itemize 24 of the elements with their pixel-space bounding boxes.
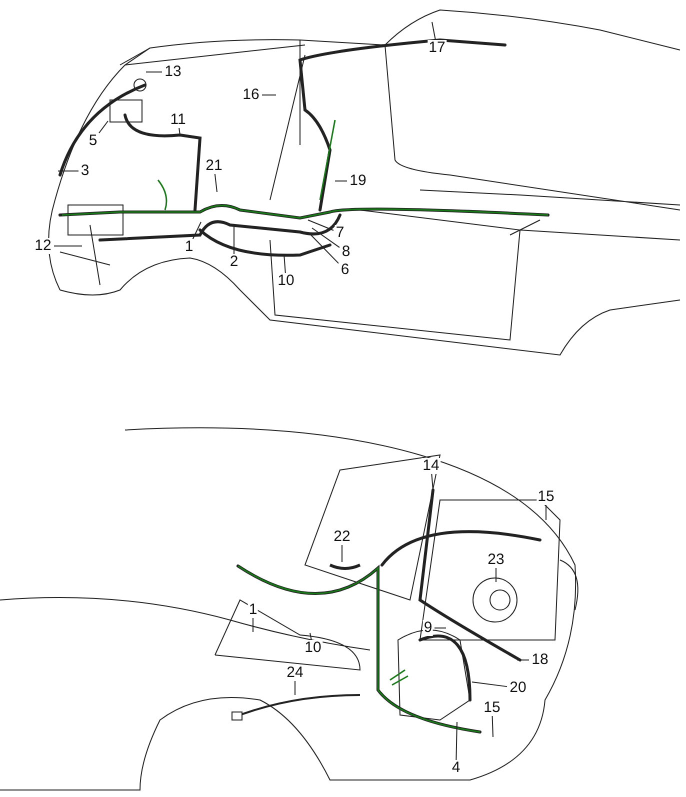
leader-line xyxy=(178,128,180,136)
leader-line xyxy=(432,22,436,40)
leader-line xyxy=(492,716,494,738)
callout-number: 15 xyxy=(536,489,556,505)
leader-line xyxy=(284,254,286,274)
leader-line xyxy=(308,220,334,231)
leader-line xyxy=(58,170,79,172)
leader-line xyxy=(98,120,108,134)
leader-line xyxy=(456,722,458,760)
leader-line xyxy=(310,632,312,640)
callout-number: 14 xyxy=(422,458,440,474)
callout-number: 9 xyxy=(422,620,434,636)
callout-number: 11 xyxy=(169,112,187,128)
leader-line xyxy=(294,680,296,696)
callout-number: 12 xyxy=(34,238,52,254)
leader-line xyxy=(334,180,348,182)
leader-line xyxy=(192,222,202,240)
leader-line xyxy=(431,474,434,490)
leader-line xyxy=(310,234,339,264)
leader-line xyxy=(252,618,254,632)
leader-line xyxy=(214,174,218,192)
leader-line xyxy=(472,682,508,688)
leader-line xyxy=(262,94,276,96)
leader-line xyxy=(312,228,340,248)
